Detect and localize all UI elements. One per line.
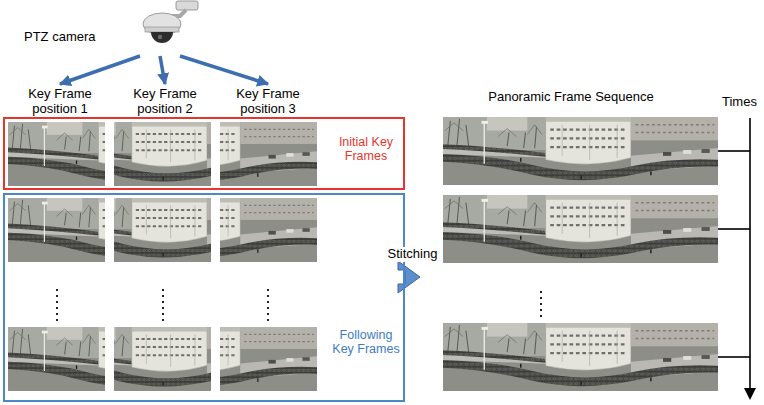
ellipsis-dots bbox=[56, 289, 542, 321]
key-frame-photo bbox=[75, 122, 318, 186]
label-slot: Times bbox=[722, 95, 757, 110]
panoramic-photos bbox=[443, 117, 718, 391]
group-label: Following Key Frames bbox=[331, 328, 401, 357]
initial-frames-box: Initial Key Frames bbox=[3, 117, 405, 190]
position-heading: Key Frame position 2 bbox=[119, 84, 211, 117]
connector-arrow bbox=[180, 56, 268, 84]
node-label: Key Frame position 3 bbox=[222, 87, 314, 117]
axis-label: Times bbox=[722, 95, 757, 110]
position-heading: Key Frame position 3 bbox=[222, 84, 314, 117]
panoramic-photo bbox=[443, 117, 718, 185]
block-arrow bbox=[398, 261, 420, 293]
panorama-panel: Panoramic Frame Sequence bbox=[420, 88, 722, 395]
node-label: Panoramic Frame Sequence bbox=[420, 90, 722, 105]
time-axis bbox=[718, 118, 756, 400]
position-heading: Key Frame position 1 bbox=[14, 84, 106, 117]
node-label: Key Frame position 1 bbox=[14, 87, 106, 117]
following-frames-box: Following Key Frames bbox=[3, 193, 405, 402]
node-label: PTZ camera bbox=[24, 30, 214, 45]
key-frame-photo bbox=[75, 198, 318, 262]
key-frame-photo bbox=[75, 327, 318, 391]
group-label: Initial Key Frames bbox=[331, 135, 401, 164]
camera-node: PTZ camera bbox=[20, 0, 210, 56]
edge-label: Stitching bbox=[386, 247, 440, 262]
panoramic-photo bbox=[443, 195, 718, 263]
ptz-camera-icon bbox=[143, 1, 198, 43]
key-frame-photos bbox=[8, 122, 317, 391]
edge-label-slot: Stitching bbox=[386, 247, 440, 262]
connector-arrow bbox=[60, 56, 140, 84]
node-label: Key Frame position 2 bbox=[119, 87, 211, 117]
connector-arrow bbox=[160, 56, 165, 84]
panoramic-photo bbox=[443, 323, 718, 391]
